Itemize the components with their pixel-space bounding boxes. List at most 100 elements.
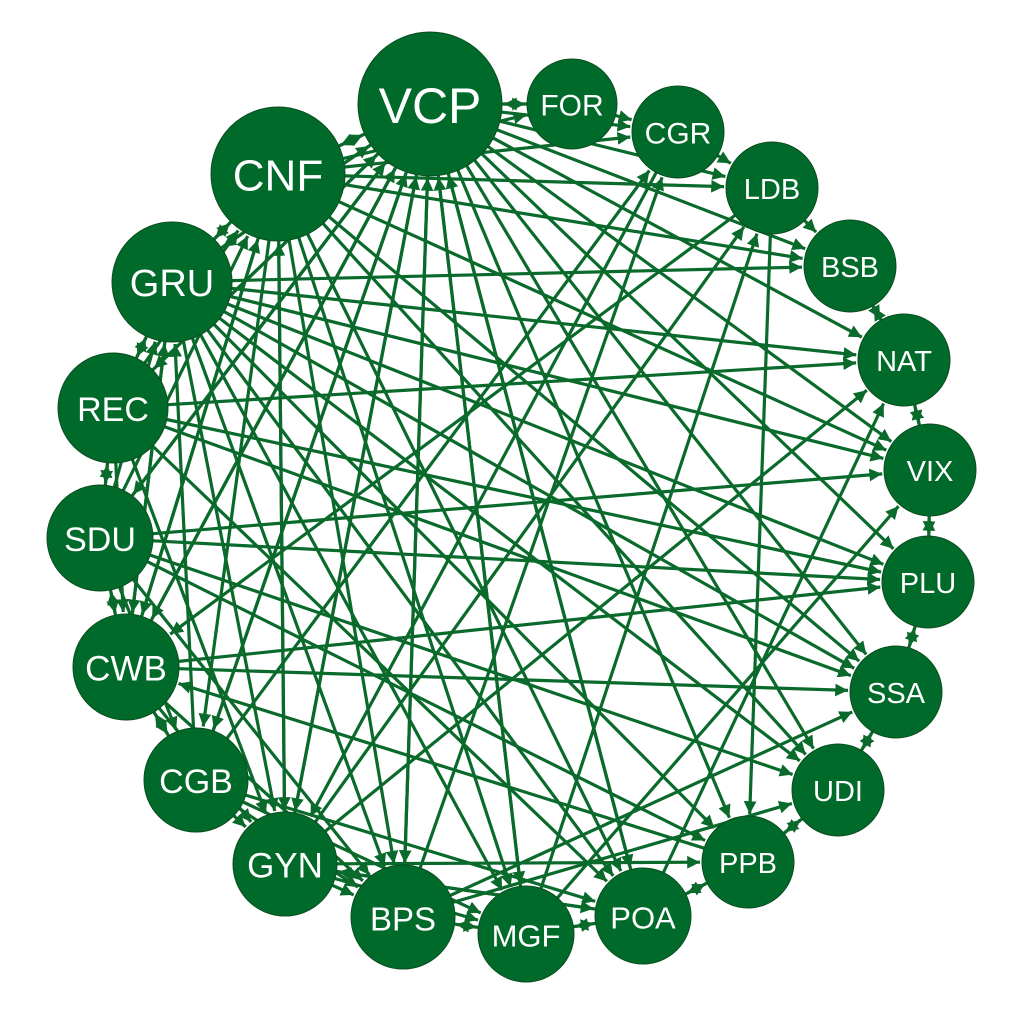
edge-cwb-vcp (149, 168, 397, 622)
edge-gyn-ldb (314, 225, 746, 823)
node-vcp: VCP (357, 31, 503, 177)
edge-gru-mgf (199, 333, 504, 891)
node-udi: UDI (791, 743, 885, 837)
node-sdu: SDU (46, 484, 154, 592)
edge-gru-poa (206, 329, 615, 877)
edge-rec-gyn (130, 458, 268, 815)
node-bps: BPS (350, 864, 456, 970)
edge-cgb-gru (169, 343, 196, 729)
edge-udi-ppb (784, 817, 804, 834)
edge-sdu-rec (99, 464, 113, 486)
edge-gru-ppb (213, 323, 716, 830)
edge-cnf-bsb (343, 183, 803, 263)
edge-vcp-ppb (456, 169, 731, 819)
node-gyn: GYN (232, 811, 338, 917)
edge-cgb-cwb (153, 712, 170, 737)
edge-sdu-vix (152, 468, 883, 536)
edge-mgf-bps (456, 919, 479, 933)
edge-bsb-nat (868, 304, 882, 320)
node-circle (357, 31, 503, 177)
edge-rec-gru (134, 337, 148, 359)
node-rec: REC (57, 352, 169, 464)
node-circle (111, 221, 233, 343)
edge-poa-vcp (445, 175, 633, 871)
edge-ppb-poa (686, 881, 708, 895)
node-poa: POA (594, 867, 692, 965)
edge-rec-nat (167, 357, 857, 407)
node-cgb: CGB (143, 727, 249, 833)
edge-plu-ssa (906, 625, 920, 647)
edge-cnf-udi (321, 222, 807, 756)
edge-sdu-vcp (130, 161, 387, 497)
node-circle (350, 864, 456, 970)
node-ldb: LDB (725, 141, 819, 235)
edge-mgf-vix (556, 505, 900, 899)
edge-rec-plu (166, 417, 882, 576)
node-circle (232, 811, 338, 917)
edge-cgb-cgr (225, 169, 651, 740)
node-circle (526, 58, 618, 150)
node-circle (883, 423, 977, 517)
edge-ppb-cwb (178, 681, 705, 850)
node-circle (881, 535, 975, 629)
edge-vcp-vix (487, 145, 893, 443)
node-circle (857, 313, 951, 407)
node-circle (849, 645, 943, 739)
node-vix: VIX (883, 423, 977, 517)
edge-sdu-udi (149, 553, 794, 777)
edge-for-cgr (615, 110, 633, 123)
edge-rec-ssa (164, 425, 852, 678)
edge-ssa-udi (861, 730, 875, 750)
edge-cgb-poa (245, 793, 596, 904)
edge-cgb-gyn (231, 813, 247, 829)
edge-cgr-gyn (309, 171, 658, 818)
edge-cgr-ldb (716, 151, 732, 165)
edge-cnf-vix (338, 200, 887, 452)
node-circle (143, 727, 249, 833)
edge-gru-cnf (212, 222, 231, 241)
edge-gru-ssa (223, 310, 855, 670)
node-circle (477, 885, 575, 983)
node-cnf: CNF (210, 106, 346, 242)
edge-poa-mgf (575, 918, 596, 931)
node-cgr: CGR (631, 85, 725, 179)
edge-cnf-mgf (297, 237, 513, 887)
edge-gru-plu (227, 302, 884, 566)
node-circle (701, 815, 795, 909)
edge-ldb-bsb (802, 218, 818, 234)
edge-gru-gyn (181, 340, 279, 812)
node-ssa: SSA (849, 645, 943, 739)
edge-ldb-cwb (169, 214, 736, 636)
edge-cnf-poa (306, 233, 623, 872)
edge-vcp-ssa (473, 159, 868, 656)
node-nat: NAT (857, 313, 951, 407)
node-circle (72, 613, 180, 721)
node-circle (803, 219, 897, 313)
node-circle (57, 352, 169, 464)
edge-cnf-ssa (328, 215, 861, 663)
edge-cnf-vcp (338, 133, 364, 148)
node-mgf: MGF (477, 885, 575, 983)
edge-gyn-vcp (293, 176, 420, 814)
node-circle (791, 743, 885, 837)
node-cwb: CWB (72, 613, 180, 721)
node-for: FOR (526, 58, 618, 150)
node-circle (631, 85, 725, 179)
edge-cgb-vcp (211, 173, 408, 732)
node-plu: PLU (881, 535, 975, 629)
node-ppb: PPB (701, 815, 795, 909)
node-circle (594, 867, 692, 965)
edge-rec-poa (151, 444, 609, 883)
edge-poa-nat (661, 402, 886, 874)
edge-mgf-ldb (539, 233, 760, 889)
edge-ldb-ppb (743, 233, 772, 815)
node-circle (210, 106, 346, 242)
edge-gyn-bps (331, 883, 355, 897)
edge-mgf-vcp (433, 177, 523, 887)
edge-cwb-sdu (107, 591, 120, 616)
node-bsb: BSB (803, 219, 897, 313)
node-gru: GRU (111, 221, 233, 343)
edge-bps-vcp (403, 177, 434, 866)
edge-nat-vix (909, 404, 923, 424)
